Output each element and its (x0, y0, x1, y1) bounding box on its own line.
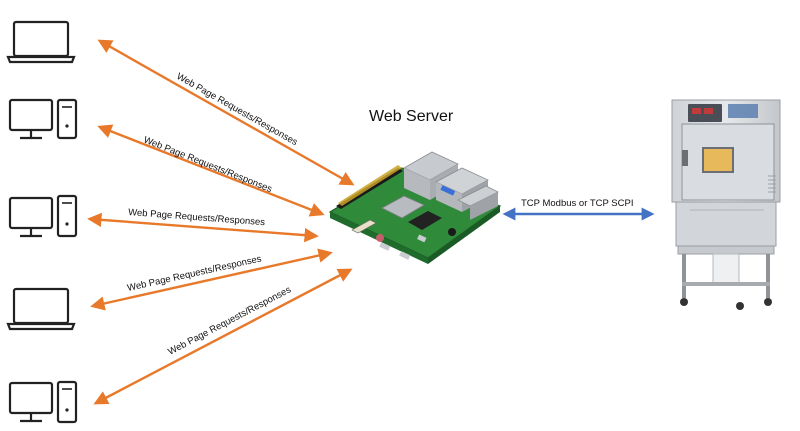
server-title: Web Server (369, 108, 454, 125)
request-arrow-2 (97, 124, 325, 217)
link-label-5: Web Page Requests/Responses (166, 284, 293, 357)
protocol-label: TCP Modbus or TCP SCPI (521, 198, 633, 209)
request-arrow-1 (97, 39, 355, 186)
client-desktop-3 (8, 380, 78, 424)
environmental-test-chamber (671, 99, 781, 310)
client-desktop-1 (8, 98, 78, 140)
client-laptop-2 (6, 287, 76, 331)
link-label-1: Web Page Requests/Responses (175, 71, 300, 148)
request-arrow-3 (87, 212, 319, 243)
client-desktop-2 (8, 194, 78, 238)
link-label-2: Web Page Requests/Responses (142, 135, 274, 196)
client-laptop-1 (6, 20, 76, 64)
link-label-3: Web Page Requests/Responses (128, 207, 266, 228)
raspberry-pi-board (328, 151, 502, 264)
request-arrows (87, 39, 355, 405)
request-arrow-5 (93, 268, 353, 405)
